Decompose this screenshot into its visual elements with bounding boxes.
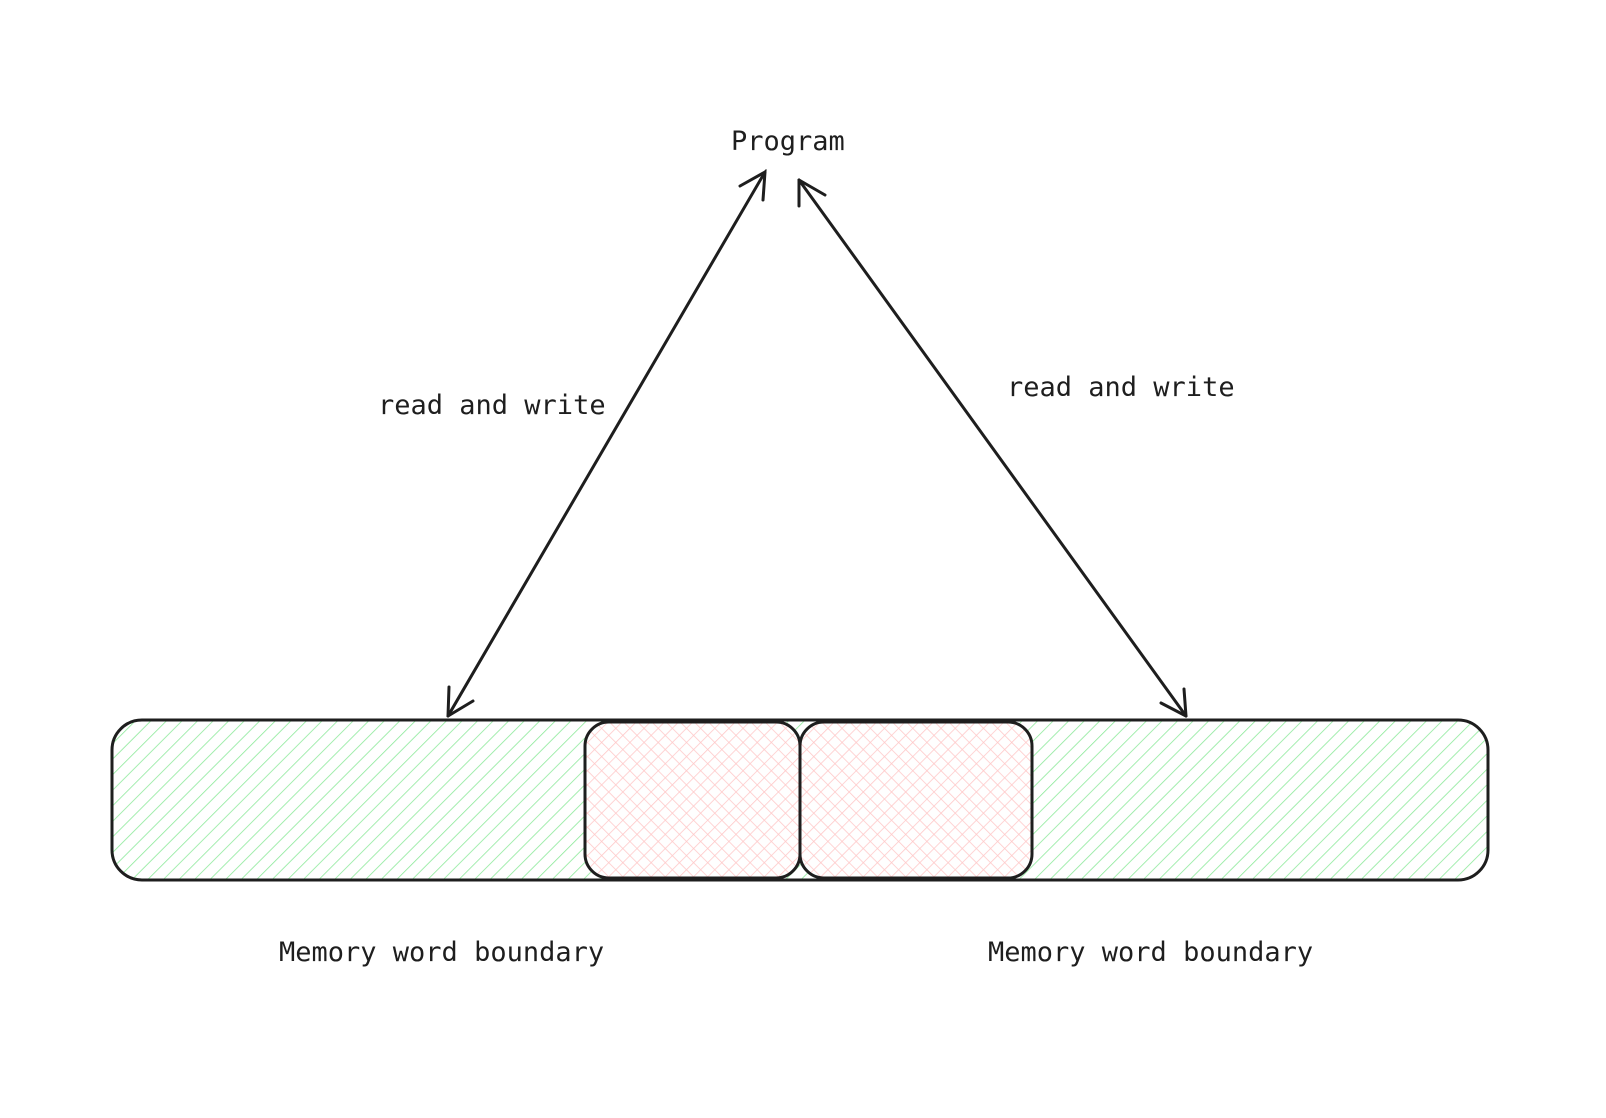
left-read-write-arrow [446,169,767,718]
left-read-write-label: read and write [378,390,606,421]
right-read-write-arrow [797,178,1188,718]
unaligned-data-block-left [583,720,802,880]
left-memory-word-boundary-label: Memory word boundary [279,937,605,968]
right-memory-word-boundary-label: Memory word boundary [988,937,1314,968]
memory-bar-outline [110,718,1490,882]
unaligned-data-block-right [798,720,1034,880]
right-read-write-label: read and write [1007,372,1235,403]
program-label: Program [731,126,845,157]
